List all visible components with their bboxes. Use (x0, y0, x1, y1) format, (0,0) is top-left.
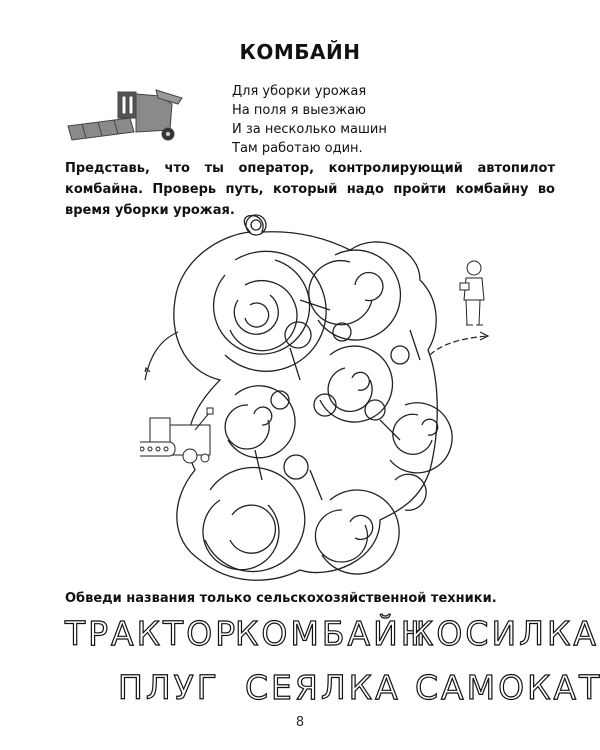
page-number: 8 (295, 715, 305, 730)
maze[interactable] (140, 210, 540, 590)
trace-words: ТРАКТОР КОМБАЙН КОСИЛКА ПЛУГ СЕЯЛКА САМО… (0, 612, 600, 712)
trace-word[interactable]: КОМБАЙН (234, 613, 429, 653)
trace-word[interactable]: СЕЯЛКА (244, 667, 401, 707)
poem-line: И за несколько машин (232, 122, 387, 137)
trace-word[interactable]: ТРАКТОР (64, 613, 239, 653)
start-arrow-icon (144, 331, 179, 381)
words-instruction: Обведи названия только сельскохозяйствен… (65, 591, 497, 606)
poem-line: Для уборки урожая (232, 84, 367, 99)
trace-word[interactable]: ПЛУГ (117, 667, 220, 707)
combine-harvester-icon (67, 89, 183, 141)
poem: Для уборки урожая На поля я выезжаю И за… (232, 82, 387, 158)
trace-word[interactable]: САМОКАТ (414, 667, 600, 707)
trace-word[interactable]: КОСИЛКА (409, 613, 599, 653)
maze-instruction: Представь, что ты оператор, контролирующ… (65, 161, 555, 218)
farmer-with-clipboard-icon (459, 260, 485, 326)
combine-harvester-icon (140, 407, 214, 464)
end-arrow-icon (429, 331, 490, 356)
page-title: КОМБАЙН (239, 40, 361, 64)
poem-line: На поля я выезжаю (232, 103, 366, 118)
poem-line: Там работаю один. (232, 141, 363, 156)
